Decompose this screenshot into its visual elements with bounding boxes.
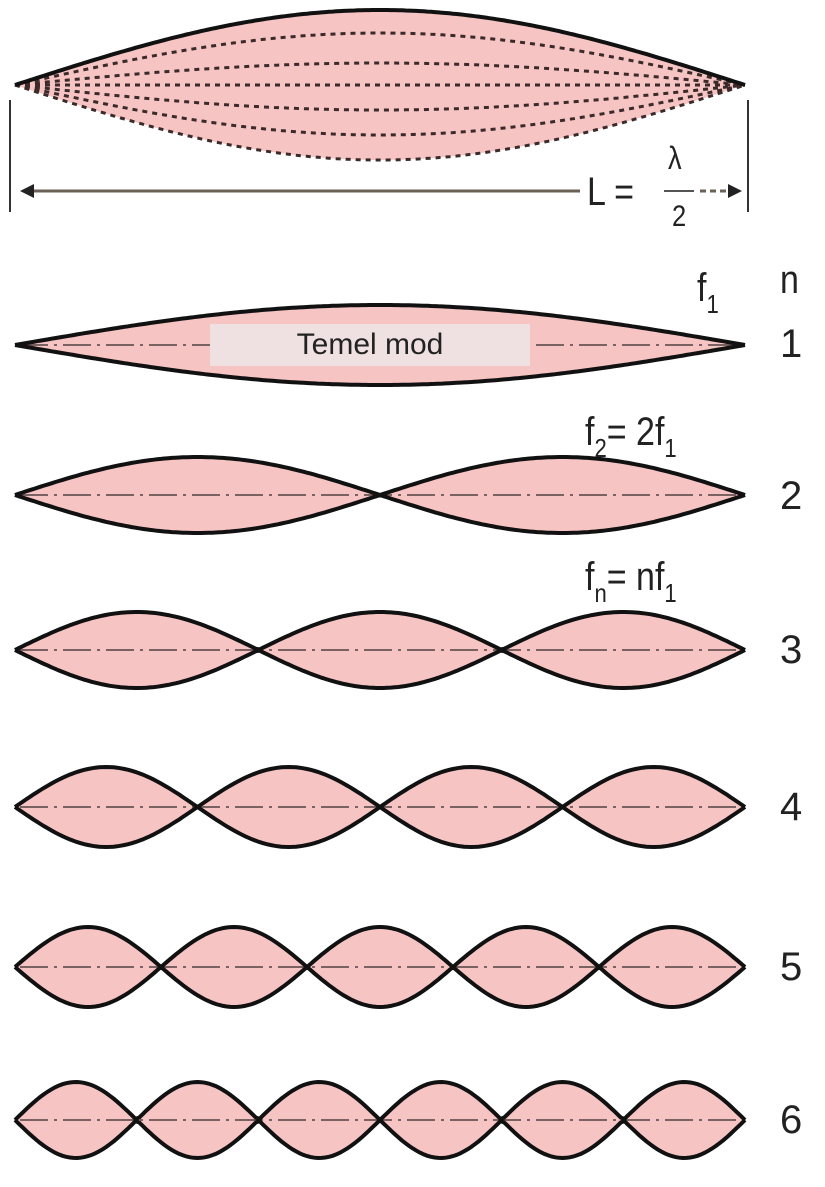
mode-number-4: 4 (780, 785, 803, 829)
n-header: n (780, 258, 799, 302)
freq-label-n: fn= nf1 (585, 555, 677, 608)
lambda-denominator: 2 (672, 200, 687, 233)
mode-2-lower-curve (14, 492, 746, 535)
mode-number-1: 1 (780, 322, 803, 366)
mode-number-5: 5 (780, 945, 803, 989)
dashed-displacement-curve (14, 31, 746, 87)
fundamental-mode-label: Temel mod (210, 324, 530, 366)
dashed-displacement-curve (14, 83, 746, 162)
dashed-displacement-curve (14, 83, 746, 112)
mode-5-lower-curve (13, 964, 747, 1010)
freq-label-2: f2= 2f1 (585, 410, 677, 463)
mode-1-lower-curve (14, 343, 746, 387)
freq-label-1: f1 (697, 266, 719, 319)
dashed-displacement-curve (14, 61, 746, 87)
left-arrowhead-icon (20, 184, 34, 198)
mode-6-lower-curve (13, 1117, 747, 1161)
mode-3-upper-curve (14, 610, 746, 652)
mode-4-lower-curve (13, 804, 747, 850)
right-arrowhead-icon (728, 184, 742, 198)
mode-number-6: 6 (780, 1098, 803, 1142)
mode-1-upper-curve (14, 303, 746, 347)
dashed-displacement-curve (14, 83, 746, 137)
mode-number-3: 3 (780, 628, 803, 672)
top-envelope-curve (14, 8, 746, 87)
lambda-numerator: λ (668, 140, 682, 176)
mode-number-2: 2 (780, 474, 803, 518)
mode-5-upper-curve (13, 924, 747, 970)
mode-3-lower-curve (14, 648, 746, 690)
length-label: L = (587, 170, 634, 214)
